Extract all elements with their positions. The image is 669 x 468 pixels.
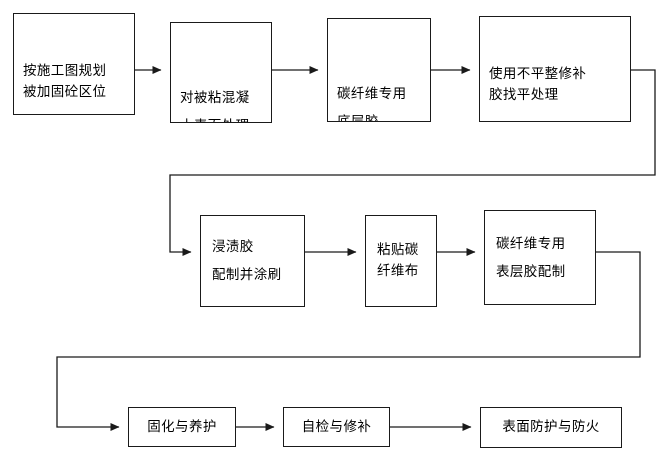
- node-label: 对被粘混凝 土表面处理: [180, 90, 250, 122]
- process-node-4[interactable]: 使用不平整修补 胶找平处理: [479, 16, 631, 122]
- process-node-2[interactable]: 对被粘混凝 土表面处理: [170, 22, 272, 123]
- process-node-6[interactable]: 粘贴碳 纤维布: [365, 215, 437, 307]
- node-label: 碳纤维专用 表层胶配制: [496, 235, 566, 280]
- process-node-1[interactable]: 按施工图规划 被加固砼区位: [13, 13, 135, 115]
- node-label: 表面防护与防火: [502, 419, 600, 435]
- process-node-5[interactable]: 浸渍胶 配制并涂刷: [200, 215, 305, 307]
- process-node-9[interactable]: 自检与修补: [283, 407, 390, 447]
- node-label: 固化与养护: [147, 418, 217, 435]
- process-node-3[interactable]: 碳纤维专用 底层胶 配制并涂刷: [327, 18, 431, 122]
- process-node-10[interactable]: 表面防护与防火: [480, 407, 622, 448]
- node-label: 使用不平整修补 胶找平处理: [489, 66, 587, 103]
- node-label: 碳纤维专用 底层胶 配制并涂刷: [337, 86, 407, 122]
- node-label: 浸渍胶 配制并涂刷: [212, 239, 282, 283]
- node-label: 自检与修补: [301, 418, 372, 435]
- node-label: 按施工图规划 被加固砼区位: [23, 63, 107, 100]
- process-node-8[interactable]: 固化与养护: [128, 407, 236, 447]
- process-node-7[interactable]: 碳纤维专用 表层胶配制: [484, 210, 596, 305]
- node-label: 粘贴碳 纤维布: [377, 242, 419, 279]
